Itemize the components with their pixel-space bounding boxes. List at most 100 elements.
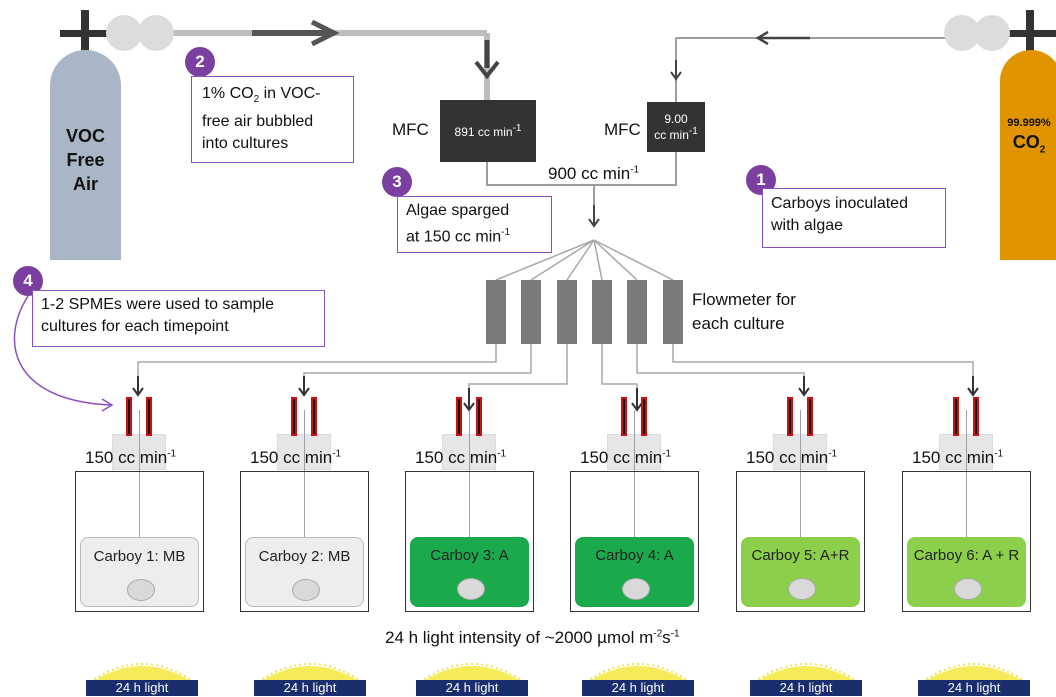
air-regulator-gauge-2 (138, 15, 174, 51)
spme-port-left (621, 397, 627, 436)
carboy-4: Carboy 4: A (570, 471, 699, 612)
flowmeter-3 (557, 280, 577, 344)
cylinder-valve-handle (60, 30, 112, 37)
light-glow-rays (921, 663, 1027, 682)
step-1-callout: Carboys inoculated with algae (762, 188, 946, 248)
light-banner: 24 h light (582, 680, 694, 696)
spme-port-left (787, 397, 793, 436)
carboy-label: Carboy 2: MB (258, 548, 351, 565)
light-banner: 24 h light (254, 680, 366, 696)
mfc-right-label: MFC (604, 120, 641, 139)
light-banner: 24 h light (918, 680, 1030, 696)
carboy-sparge-tube (304, 472, 305, 582)
spme-port-right (476, 397, 482, 436)
light-glow-arc (588, 666, 688, 682)
light-glow (89, 663, 195, 682)
air-stone (621, 578, 650, 600)
light-glow-rays (753, 663, 859, 682)
step-3-badge: 3 (382, 167, 412, 197)
co2-purity-label: 99.999% (1007, 117, 1051, 129)
flowmeter-6 (663, 280, 683, 344)
carboy-flow-label: 150 cc min-1 (415, 448, 507, 467)
carboy-label: Carboy 3: A (430, 547, 509, 564)
carboy-sparge-tube (139, 472, 140, 582)
flowmeter-label: Flowmeter for each culture (692, 290, 796, 333)
light-glow-arc (756, 666, 856, 682)
air-cylinder-label: VOC Free Air (65, 126, 105, 194)
light-glow-rays (419, 663, 525, 682)
carboy-flow-label: 150 cc min-1 (85, 448, 177, 467)
mfc-left: 891 cc min-1 (440, 100, 536, 162)
spme-port-left (126, 397, 132, 436)
light-glow (257, 663, 363, 682)
air-regulator-gauge-1 (106, 15, 142, 51)
spme-port-right (146, 397, 152, 436)
carboy-sparge-tube (634, 472, 635, 582)
air-stone (787, 578, 816, 600)
light-glow-arc (92, 666, 192, 682)
flowmeter-2 (521, 280, 541, 344)
co2-regulator-gauge-2 (974, 15, 1010, 51)
mfc-right: 9.00 cc min-1 (647, 102, 705, 152)
carboy-culture: Carboy 6: A + R (907, 537, 1026, 607)
light-glow-rays (585, 663, 691, 682)
carboy-label: Carboy 6: A + R (913, 547, 1020, 564)
air-stone (953, 578, 982, 600)
co2-cylinder: 99.999% CO2 (1000, 10, 1056, 260)
light-banner: 24 h light (416, 680, 528, 696)
spme-port-left (953, 397, 959, 436)
spme-port-left (291, 397, 297, 436)
light-glow (419, 663, 525, 682)
carboy-label: Carboy 5: A+R (751, 547, 850, 564)
spme-port-right (807, 397, 813, 436)
step-2-badge: 2 (185, 47, 215, 77)
air-stone (126, 579, 155, 601)
light-glow (753, 663, 859, 682)
carboy-label: Carboy 1: MB (93, 548, 186, 565)
spme-port-left (456, 397, 462, 436)
carboy-sparge-tube (469, 472, 470, 582)
carboy-flow-label: 150 cc min-1 (912, 448, 1004, 467)
co2-cylinder-body (1000, 50, 1056, 260)
light-glow-arc (422, 666, 522, 682)
light-glow-rays (89, 663, 195, 682)
carboy-label: Carboy 4: A (595, 547, 674, 564)
carboy-6: Carboy 6: A + R (902, 471, 1031, 612)
flowmeter-4 (592, 280, 612, 344)
cylinder-valve-handle (1006, 30, 1056, 37)
light-banner: 24 h light (750, 680, 862, 696)
light-glow-rays (257, 663, 363, 682)
carboy-sparge-tube (800, 472, 801, 582)
spme-port-right (311, 397, 317, 436)
carboy-1: Carboy 1: MB (75, 471, 204, 612)
air-stone (456, 578, 485, 600)
light-glow (921, 663, 1027, 682)
combined-flow-label: 900 cc min-1 (548, 164, 640, 183)
carboy-5: Carboy 5: A+R (736, 471, 865, 612)
co2-formula-label: CO2 (1012, 132, 1046, 156)
step-3-callout: Algae sparged at 150 cc min-1 (397, 196, 552, 253)
carboy-sparge-tube (966, 472, 967, 582)
light-glow (585, 663, 691, 682)
mfc-left-label: MFC (392, 120, 429, 139)
carboy-flow-label: 150 cc min-1 (746, 448, 838, 467)
carboy-flow-label: 150 cc min-1 (250, 448, 342, 467)
carboy-culture: Carboy 4: A (575, 537, 694, 607)
flowmeter-5 (627, 280, 647, 344)
flowmeter-1 (486, 280, 506, 344)
spme-port-right (641, 397, 647, 436)
light-glow-arc (924, 666, 1024, 682)
air-stone (291, 579, 320, 601)
carboy-culture: Carboy 5: A+R (741, 537, 860, 607)
light-glow-arc (260, 666, 360, 682)
carboy-culture: Carboy 3: A (410, 537, 529, 607)
spme-port-right (973, 397, 979, 436)
light-banner: 24 h light (86, 680, 198, 696)
step-4-callout: 1-2 SPMEs were used to sample cultures f… (32, 290, 325, 347)
air-cylinder: VOC Free Air (50, 10, 121, 260)
carboy-culture: Carboy 1: MB (80, 537, 199, 607)
carboy-flow-label: 150 cc min-1 (580, 448, 672, 467)
carboy-2: Carboy 2: MB (240, 471, 369, 612)
air-cylinder-body (50, 50, 121, 260)
